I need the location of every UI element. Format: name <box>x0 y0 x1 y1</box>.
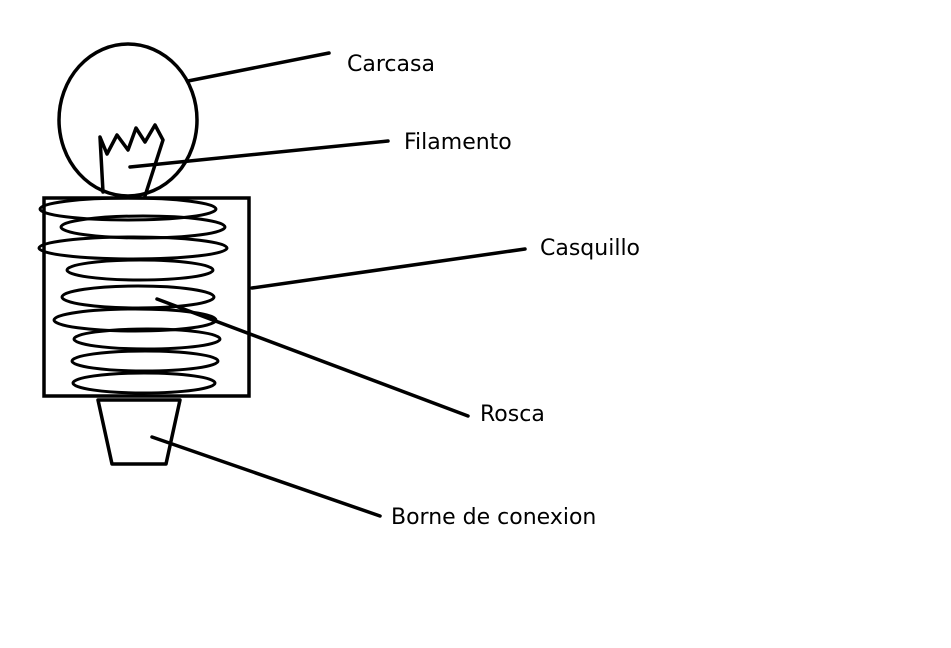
leader-line-casquillo <box>250 247 527 290</box>
filament-shape <box>98 123 165 198</box>
label-borne: Borne de conexion <box>391 505 596 530</box>
thread-ring <box>65 258 215 282</box>
leader-line-carcasa <box>186 51 331 83</box>
bulb-glass-envelope <box>57 42 199 198</box>
connection-terminal <box>96 398 182 466</box>
label-rosca: Rosca <box>480 402 545 427</box>
thread-ring <box>70 349 220 373</box>
base-socket <box>42 196 251 398</box>
thread-ring <box>38 196 218 222</box>
thread-ring <box>72 327 222 351</box>
leader-line-borne <box>150 435 382 518</box>
leader-line-filamento <box>128 139 390 169</box>
thread-ring <box>71 371 217 395</box>
screw-thread <box>37 196 229 395</box>
label-filamento: Filamento <box>404 130 512 155</box>
leader-line-rosca <box>155 297 470 418</box>
label-carcasa: Carcasa <box>347 52 435 77</box>
label-casquillo: Casquillo <box>540 236 640 261</box>
